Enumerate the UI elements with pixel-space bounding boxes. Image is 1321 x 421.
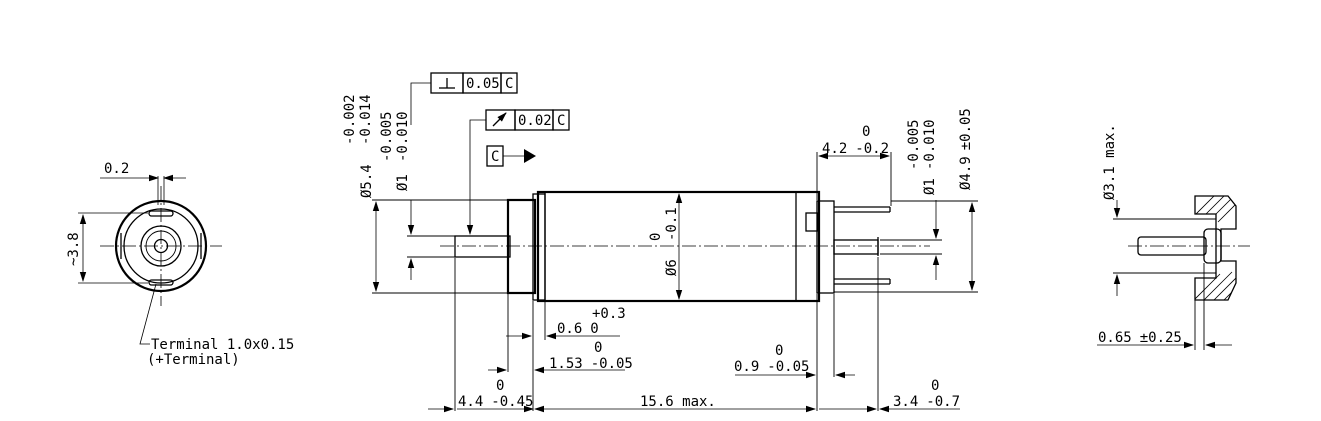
dim-4-2-upper: 0 — [862, 124, 870, 140]
datum-c: C — [486, 145, 536, 167]
dim-0-9-upper: 0 — [775, 343, 783, 359]
dim-dia-4-9: Ø4.9±0.05 — [958, 108, 974, 190]
dim-dia-6-lower: -0.1 — [664, 207, 680, 241]
dim-dia-3-1: Ø3.1 max. — [1102, 124, 1118, 200]
terminal-sub-label: (+Terminal) — [147, 352, 240, 368]
dim-dia-6-upper: 0 — [648, 233, 664, 241]
dim-dia-1-right-lower: -0.010 — [922, 119, 938, 170]
dim-0-65: 0.65±0.25 — [1098, 330, 1182, 346]
tol-perp-datum: C — [505, 76, 513, 92]
tol-perp-value: 0.05 — [466, 76, 500, 92]
dim-dia-1-left-upper: -0.005 — [379, 111, 395, 162]
tol-frame-perpendicularity: 0.05 C — [410, 72, 518, 125]
dim-total-length: 15.6 max. — [640, 394, 716, 410]
dim-4-4-upper: 0 — [496, 378, 504, 394]
dim-dia-5-4-upper: -0.002 — [342, 94, 358, 145]
dim-dia-1-right: Ø1 — [922, 178, 938, 195]
dim-dia-5-4-lower: -0.014 — [358, 94, 374, 145]
dim-dia-5-4: Ø5.4 — [359, 164, 375, 198]
dim-dia-1-left-lower: -0.010 — [395, 111, 411, 162]
dim-dia-1-left: Ø1 — [395, 174, 411, 191]
dim-1-53: 1.53-0.05 — [549, 356, 633, 372]
dim-4-2: 4.2-0.2 — [822, 141, 889, 157]
dim-dia-6: Ø6 — [664, 259, 680, 276]
dim-3-4-upper: 0 — [931, 378, 939, 394]
dim-dia-1-right-upper: -0.005 — [906, 119, 922, 170]
dim-1-53-upper: 0 — [594, 340, 602, 356]
front-view: 0.2 ~3.8 Terminal 1.0x0.15 (+Terminal) — [66, 161, 294, 368]
dim-slot-width: 0.2 — [104, 161, 129, 177]
terminal-label: Terminal 1.0x0.15 — [151, 337, 294, 353]
tol-frame-runout: 0.02 C — [466, 109, 570, 235]
dim-0-9: 0.9-0.05 — [734, 359, 809, 375]
detail-view: Ø3.1 max. 0.65±0.25 — [1097, 124, 1250, 350]
tol-runout-datum: C — [557, 113, 565, 129]
tol-runout-value: 0.02 — [518, 113, 552, 129]
dim-0-6-upper: +0.3 — [592, 306, 626, 322]
datum-label: C — [491, 149, 499, 165]
side-view: Ø5.4 -0.002 -0.014 Ø1 -0.005 -0.010 0.05… — [342, 72, 978, 413]
dim-3-4: 3.4-0.7 — [893, 394, 960, 410]
dim-4-4: 4.4-0.45 — [458, 394, 533, 410]
dim-terminal-distance: ~3.8 — [66, 232, 82, 266]
